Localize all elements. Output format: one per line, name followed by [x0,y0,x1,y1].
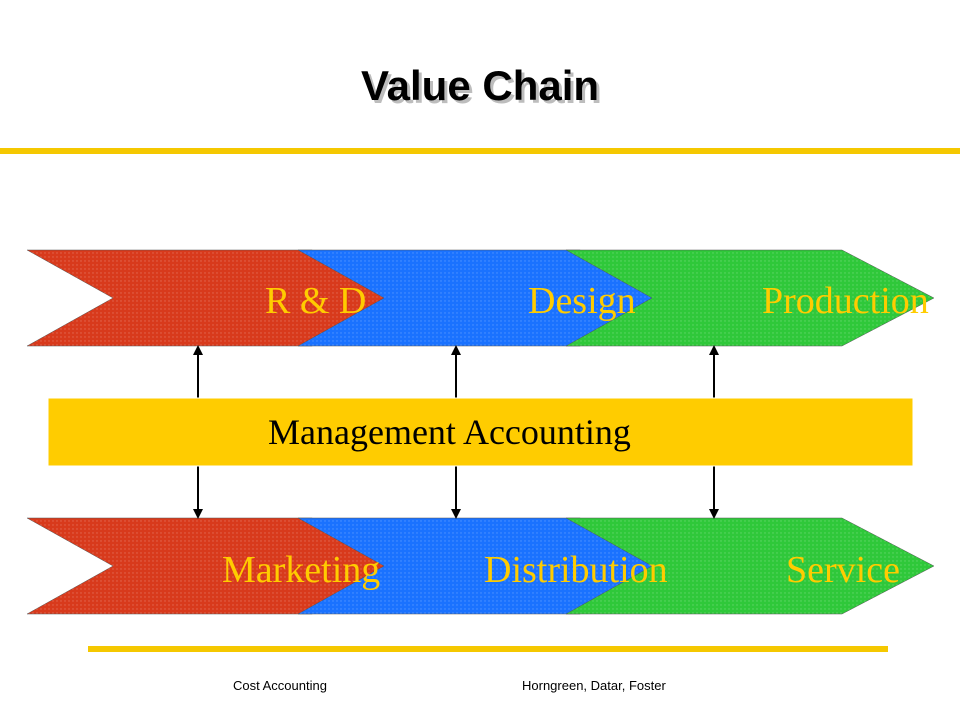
bottom-row: Marketing Distribution Service [26,517,935,615]
chevron-rd-texture [27,250,398,346]
stage-label-production: Production [762,280,929,322]
stage-label-service: Service [786,549,900,591]
footer-authors: Horngreen, Datar, Foster [522,678,666,693]
stage-label-rd: R & D [265,280,366,322]
slide-title: Value Chain [360,62,600,109]
management-accounting-bar: Management Accounting [47,397,914,467]
management-accounting-box [47,397,914,467]
chevron-design-texture [298,250,666,346]
management-accounting-label: Management Accounting [268,412,631,452]
chevron-production-texture [566,250,934,346]
stage-label-design: Design [528,280,636,322]
bottom-divider [88,646,888,652]
connector-arrows [193,345,719,519]
footer-course: Cost Accounting [233,678,327,693]
stage-label-distribution: Distribution [484,549,668,591]
chevron-marketing-texture [27,518,398,614]
chevron-service-texture [566,518,934,614]
top-row: R & D Design Production [26,249,935,347]
chevron-distribution-texture [298,518,666,614]
stage-label-marketing: Marketing [222,549,380,591]
top-divider [0,148,960,154]
